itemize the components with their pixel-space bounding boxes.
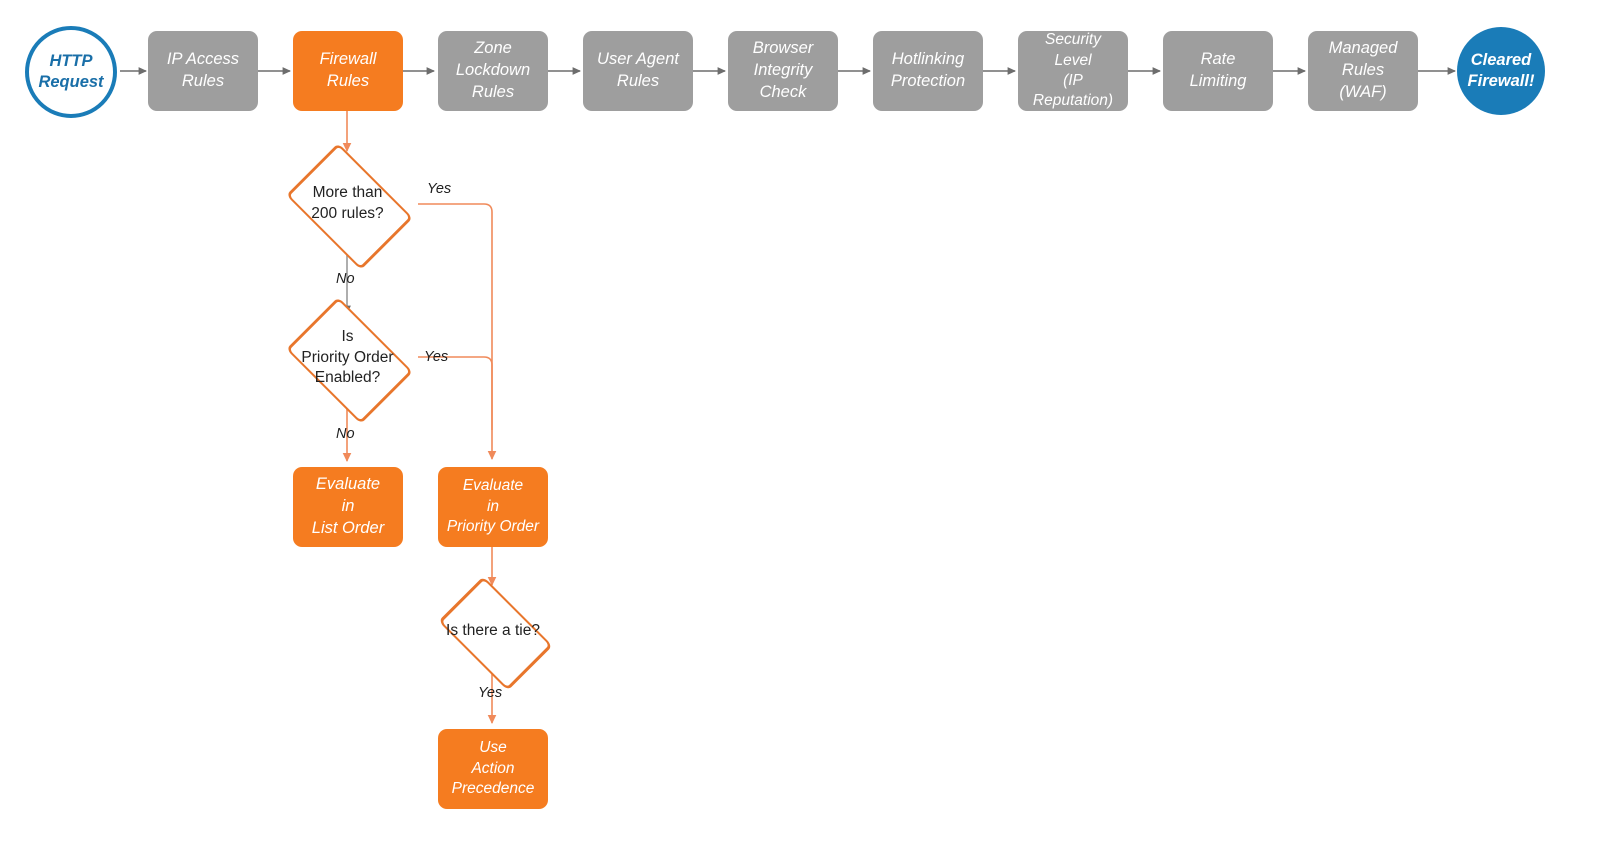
node-http-request[interactable]: HTTP Request [25,26,117,118]
node-label: Use Action Precedence [451,739,535,798]
node-security-level[interactable]: Security Level (IP Reputation) [1018,31,1128,111]
node-label: Browser Integrity Check [752,39,814,101]
node-label: User Agent Rules [597,50,679,90]
node-evaluate-in-list-order[interactable]: Evaluate in List Order [293,467,403,547]
node-label: Zone Lockdown Rules [455,39,531,101]
node-label: Hotlinking Protection [890,50,966,90]
node-label: Security Level (IP Reputation) [1032,31,1114,110]
edge-label-no-priority-order: No [336,426,355,442]
node-evaluate-in-priority-order[interactable]: Evaluate in Priority Order [438,467,548,547]
decision-more-than-200-rules[interactable]: More than 200 rules? [277,142,418,270]
node-label: Cleared Firewall! [1467,50,1535,90]
node-cleared-firewall[interactable]: Cleared Firewall! [1457,27,1545,115]
node-firewall-rules[interactable]: Firewall Rules [293,31,403,111]
node-label: Managed Rules (WAF) [1328,39,1398,101]
edge-label-no-200-rules: No [336,271,355,287]
node-user-agent-rules[interactable]: User Agent Rules [583,31,693,111]
edge-yes-200-rules [418,203,497,461]
node-label: HTTP Request [38,51,104,91]
node-label: IP Access Rules [166,50,240,90]
decision-is-there-a-tie[interactable]: Is there a tie? [428,575,558,691]
node-label: Rate Limiting [1189,50,1247,90]
node-use-action-precedence[interactable]: Use Action Precedence [438,729,548,809]
edge-label-yes-200-rules: Yes [427,181,452,197]
node-label: Firewall Rules [319,50,377,90]
node-browser-integrity-check[interactable]: Browser Integrity Check [728,31,838,111]
decision-label: Is there a tie? [446,621,540,639]
node-label: Evaluate in Priority Order [446,477,540,536]
node-hotlinking-protection[interactable]: Hotlinking Protection [873,31,983,111]
node-zone-lockdown-rules[interactable]: Zone Lockdown Rules [438,31,548,111]
node-rate-limiting[interactable]: Rate Limiting [1163,31,1273,111]
decision-is-priority-order-enabled[interactable]: Is Priority Order Enabled? [277,296,418,424]
edge-label-yes-priority-order: Yes [424,349,449,365]
edge-label-yes-tie: Yes [478,685,503,701]
node-managed-rules-waf[interactable]: Managed Rules (WAF) [1308,31,1418,111]
node-label: Evaluate in List Order [311,475,385,537]
node-ip-access-rules[interactable]: IP Access Rules [148,31,258,111]
edge-yes-priority-order [418,356,493,430]
decision-label: Is Priority Order Enabled? [301,327,394,387]
decision-label: More than 200 rules? [311,184,384,222]
